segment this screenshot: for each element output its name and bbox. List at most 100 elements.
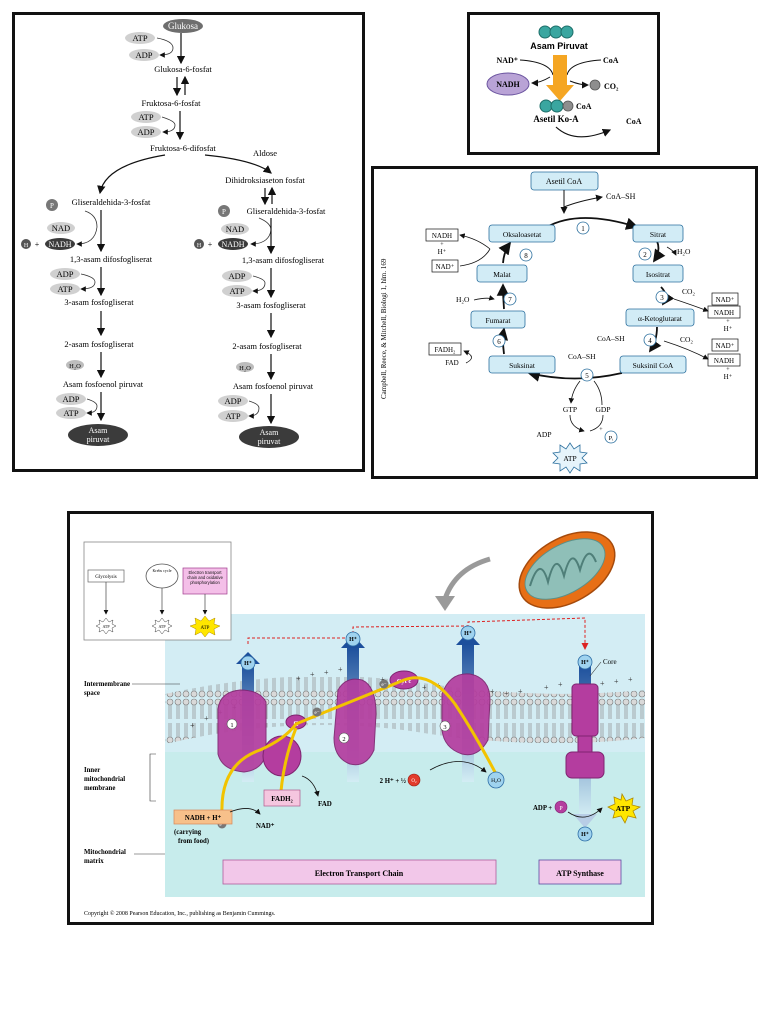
matrix-label-1: Mitochondrial bbox=[84, 849, 126, 856]
phosphate-icon-right bbox=[218, 205, 230, 217]
step-3: 3 bbox=[660, 294, 664, 302]
adp-oval-2 bbox=[131, 126, 161, 138]
inset-atp-3: ATP bbox=[201, 626, 210, 631]
inset-etc-label: Electron transport chain and oxidative p… bbox=[187, 570, 223, 585]
plus-step4: + bbox=[726, 367, 730, 373]
nadh-label: NADH bbox=[496, 80, 520, 89]
zoom-arrow bbox=[442, 556, 491, 600]
asam-3-fosfogliserat-right: 3-asam fosfogliserat bbox=[236, 300, 306, 310]
nadh-oval-left bbox=[45, 238, 75, 250]
svg-text:+: + bbox=[422, 683, 427, 692]
carrying-label-2: from food) bbox=[178, 838, 209, 845]
inset-krebs-label: Krebs cycle bbox=[153, 568, 172, 573]
h-ion-icon-left bbox=[21, 239, 31, 249]
isositrat-box bbox=[632, 264, 684, 283]
asam-3-fosfogliserat-left: 3-asam fosfogliserat bbox=[64, 297, 134, 307]
h-ion-2 bbox=[345, 631, 361, 647]
nadh-label-right: NADH bbox=[221, 240, 244, 249]
adp-label-2: ADP bbox=[137, 127, 154, 137]
svg-text:+: + bbox=[544, 683, 549, 692]
nad-oval-right bbox=[221, 223, 249, 235]
h-plus-label-step4: H⁺ bbox=[724, 373, 733, 381]
asam-piruvat-oval-right bbox=[239, 426, 299, 448]
nadh-box-step4 bbox=[707, 353, 741, 367]
suksinat-label: Suksinat bbox=[509, 361, 536, 370]
atp-oval bbox=[125, 32, 155, 44]
gliseraldehida-3-fosfat-left: Gliseraldehida-3-fosfat bbox=[72, 197, 151, 207]
inset-atp-2: ATP bbox=[158, 624, 166, 629]
water-icon bbox=[487, 771, 505, 789]
nadh-label-left: NADH bbox=[48, 240, 71, 249]
svg-text:+: + bbox=[504, 689, 509, 698]
coa-label: CoA bbox=[603, 56, 619, 65]
suksinat-box bbox=[488, 355, 556, 374]
h2o-label-left: H₂O bbox=[69, 363, 81, 370]
adp-label-right-2: ADP bbox=[224, 396, 241, 406]
asam-fosfoenol-piruvat-left: Asam fosfoenol piruvat bbox=[63, 379, 144, 389]
sitrat-box bbox=[632, 224, 684, 243]
asetil-koa-label: Asetil Ko-A bbox=[533, 114, 579, 124]
ketoglutarat-label: α-Ketoglutarat bbox=[638, 314, 683, 323]
pyruvate-oxidation-panel: Asam Piruvat NAD⁺ CoA NADH CO₂ CoA Aseti… bbox=[467, 12, 660, 155]
aldose-label: Aldose bbox=[253, 148, 277, 158]
sitrat-label: Sitrat bbox=[650, 230, 667, 239]
h-label-right: H bbox=[197, 243, 202, 249]
nad-label-left: NAD bbox=[52, 223, 70, 233]
adp-oval-right bbox=[222, 270, 252, 282]
atp-label-left-2: ATP bbox=[63, 408, 78, 418]
krebs-diagram: Campbell, Reece, & Mitchell, Biologi 1, … bbox=[380, 171, 741, 474]
atp-oval-left bbox=[50, 283, 80, 295]
adp-label-left-2: ADP bbox=[62, 394, 79, 404]
svg-text:+: + bbox=[558, 680, 563, 689]
side-credit: Campbell, Reece, & Mitchell, Biologi 1, … bbox=[380, 258, 388, 399]
atp-label-left: ATP bbox=[57, 284, 72, 294]
svg-text:+: + bbox=[296, 674, 301, 683]
coa-sh-label-step5: CoA–SH bbox=[568, 352, 596, 361]
phosphate-icon bbox=[554, 800, 568, 814]
asam-2-fosfogliserat-right: 2-asam fosfogliserat bbox=[232, 341, 302, 351]
plus-pi: + bbox=[599, 427, 603, 433]
mitochondrion-icon bbox=[518, 531, 616, 609]
oksaloasetat-box bbox=[488, 224, 556, 243]
complex-3 bbox=[333, 678, 377, 766]
suksinil-coa-label: Suksinil CoA bbox=[633, 361, 674, 370]
svg-text:+: + bbox=[490, 687, 495, 696]
plus-step8: + bbox=[440, 242, 444, 248]
atp-synthase-label: ATP Synthase bbox=[556, 869, 604, 878]
phosphate-icon bbox=[46, 199, 58, 211]
gdp-label: GDP bbox=[595, 405, 610, 414]
h-plus-label-step3: H⁺ bbox=[724, 325, 733, 333]
svg-text:+: + bbox=[518, 687, 523, 696]
nadh-oval bbox=[486, 72, 530, 96]
fadh2-box bbox=[428, 342, 462, 356]
asam-piruvat-left-1: Asam bbox=[89, 426, 108, 435]
nad-plus-box-step3 bbox=[711, 292, 739, 306]
inset-glycolysis-label: Glycolysis bbox=[95, 575, 116, 580]
h-ion-1 bbox=[240, 655, 256, 671]
electron-path bbox=[220, 676, 498, 815]
h-ion-4 bbox=[577, 654, 593, 670]
asam-13-difosfogliserat-left: 1,3-asam difosfogliserat bbox=[70, 254, 153, 264]
h2o-label: H₂O bbox=[491, 778, 501, 784]
fumarat-box bbox=[470, 310, 526, 329]
p-label-right: P bbox=[222, 208, 226, 216]
h-ion-1-label: H⁺ bbox=[244, 660, 252, 667]
acetyl-coa-coa-label: CoA bbox=[576, 102, 592, 111]
glukosa-6-fosfat-label: Glukosa-6-fosfat bbox=[154, 64, 212, 74]
fadh2-box bbox=[263, 789, 301, 807]
h-ion-2-label: H⁺ bbox=[349, 636, 357, 643]
atp-oval-left-2 bbox=[56, 407, 86, 419]
h2o-label-right: H₂O bbox=[239, 365, 251, 372]
atp-synthase-complex bbox=[565, 683, 605, 779]
adp-plus-label: ADP + bbox=[533, 805, 552, 812]
complex-3-label: 3 bbox=[443, 724, 446, 731]
atp-label: ATP bbox=[132, 33, 147, 43]
atp-synthase-label-box bbox=[538, 859, 622, 885]
pyruvate-diagram: Asam Piruvat NAD⁺ CoA NADH CO₂ CoA Aseti… bbox=[486, 25, 642, 138]
matrix-label-2: matrix bbox=[84, 858, 104, 865]
malat-label: Malat bbox=[493, 270, 511, 279]
fadh2-label: FADH₂ bbox=[435, 346, 457, 354]
asam-piruvat-left-2: piruvat bbox=[87, 435, 110, 444]
etc-label: Electron Transport Chain bbox=[315, 869, 404, 878]
nadh-box-step8 bbox=[425, 228, 459, 242]
